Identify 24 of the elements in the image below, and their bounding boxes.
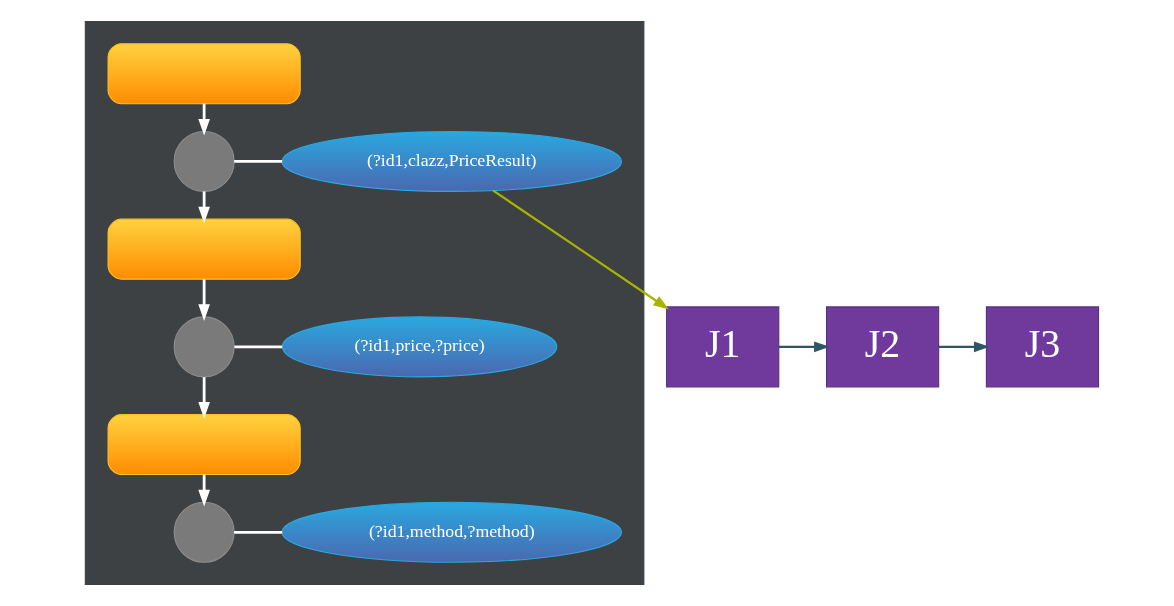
node-ellipse: (?id1,method,?method) — [280, 501, 622, 563]
arrow — [197, 279, 210, 321]
node-circle — [173, 501, 235, 563]
cluster — [84, 20, 644, 586]
connector — [233, 530, 282, 534]
arrow — [197, 377, 210, 419]
arrow — [778, 341, 830, 353]
node-ellipse: (?id1,price,?price) — [281, 316, 557, 378]
node-circle — [173, 316, 235, 378]
node-box — [107, 218, 301, 280]
node-ellipse: (?id1,clazz,PriceResult) — [280, 130, 622, 192]
arrow — [197, 191, 210, 224]
connector — [233, 345, 282, 349]
node-box: J1 — [665, 306, 779, 388]
node-circle — [173, 130, 235, 192]
arrow — [197, 103, 210, 136]
node-box — [107, 43, 301, 105]
arrow — [197, 474, 210, 507]
node-box: J3 — [985, 306, 1099, 388]
arrow — [492, 189, 669, 310]
node-box: J2 — [825, 306, 939, 388]
connector — [233, 160, 282, 163]
node-box — [107, 414, 301, 476]
arrow — [938, 341, 990, 353]
